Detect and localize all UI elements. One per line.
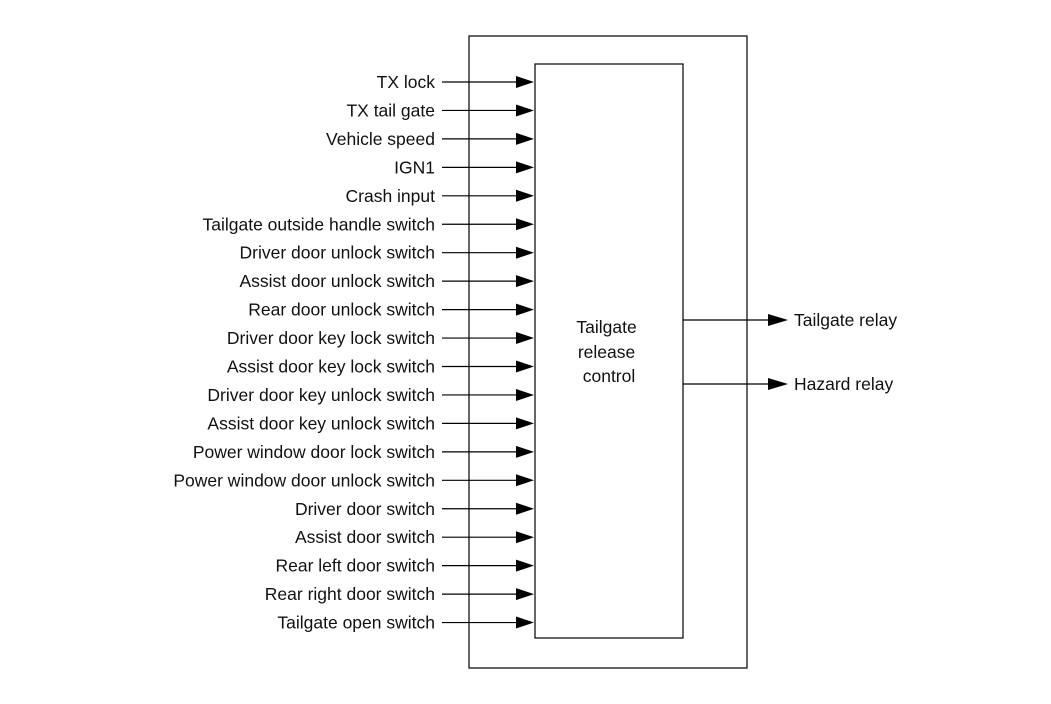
input-label: Rear left door switch (275, 556, 435, 576)
controller-label-line-3: control (583, 366, 636, 386)
input-arrowhead (516, 588, 534, 601)
input-label: Tailgate open switch (277, 613, 435, 633)
input-signal: Driver door switch (295, 499, 534, 519)
input-arrowhead (516, 76, 534, 88)
outer-module-box (468, 35, 748, 669)
input-arrowhead (516, 388, 534, 401)
output-arrowhead (768, 378, 788, 390)
input-label: Driver door unlock switch (240, 243, 435, 263)
input-arrowhead (516, 502, 534, 515)
input-arrowhead (516, 104, 534, 117)
input-arrowhead (516, 332, 534, 345)
input-label: Power window door lock switch (193, 442, 435, 462)
controller-label-line-1: Tailgate (576, 317, 636, 337)
input-signal: Assist door switch (295, 527, 534, 547)
input-signal: Driver door key unlock switch (207, 385, 534, 405)
input-label: IGN1 (394, 157, 435, 177)
input-label: Rear door unlock switch (248, 300, 435, 320)
input-arrowhead (516, 445, 534, 458)
input-label: Driver door key unlock switch (207, 385, 435, 405)
input-signal: TX tail gate (346, 100, 534, 120)
input-signal: Rear door unlock switch (248, 300, 534, 320)
input-signal: TX lock (377, 72, 534, 92)
input-arrowhead (516, 218, 534, 231)
controller-box (534, 63, 684, 639)
input-signal: Driver door unlock switch (240, 243, 534, 263)
input-signal: Assist door key unlock switch (207, 413, 534, 433)
output-signal: Tailgate relay (683, 310, 897, 330)
input-signal: Driver door key lock switch (227, 328, 534, 348)
input-arrowhead (516, 559, 534, 572)
input-label: TX tail gate (346, 100, 435, 120)
input-signal: Rear left door switch (275, 556, 534, 576)
input-label: Assist door key lock switch (227, 357, 435, 377)
input-signal: Rear right door switch (265, 584, 534, 604)
output-label: Hazard relay (794, 374, 893, 394)
input-arrowhead (516, 132, 534, 145)
input-label: Assist door key unlock switch (207, 413, 435, 433)
input-arrowhead (516, 246, 534, 259)
input-signal: Crash input (346, 186, 534, 206)
input-arrowhead (516, 275, 534, 288)
input-label: Crash input (346, 186, 436, 206)
input-label: Rear right door switch (265, 584, 435, 604)
input-arrowhead (516, 417, 534, 430)
input-arrowhead (516, 531, 534, 544)
input-arrowhead (516, 189, 534, 202)
input-signal: Vehicle speed (326, 129, 534, 149)
input-label: Assist door switch (295, 527, 435, 547)
input-signal: Assist door unlock switch (240, 271, 534, 291)
input-signal: Tailgate outside handle switch (202, 214, 534, 234)
input-signal: Assist door key lock switch (227, 357, 534, 377)
output-arrowhead (768, 314, 788, 326)
input-arrowhead (516, 616, 534, 629)
controller-label-line-2: release (578, 342, 635, 362)
input-label: Assist door unlock switch (240, 271, 436, 291)
input-label: Vehicle speed (326, 129, 435, 149)
input-signal: Power window door lock switch (193, 442, 534, 462)
output-label: Tailgate relay (794, 310, 897, 330)
output-signal: Hazard relay (683, 374, 893, 394)
input-arrowhead (516, 161, 534, 174)
input-label: Driver door switch (295, 499, 435, 519)
input-arrowhead (516, 303, 534, 316)
input-arrowhead (516, 474, 534, 487)
input-arrowhead (516, 360, 534, 373)
input-label: Power window door unlock switch (173, 470, 435, 490)
input-label: Tailgate outside handle switch (202, 214, 435, 234)
input-signal: Tailgate open switch (277, 613, 534, 633)
input-label: Driver door key lock switch (227, 328, 435, 348)
input-signal: IGN1 (394, 157, 534, 177)
input-signal: Power window door unlock switch (173, 470, 534, 490)
input-label: TX lock (377, 72, 436, 92)
controller-label: Tailgate release control (576, 317, 641, 386)
